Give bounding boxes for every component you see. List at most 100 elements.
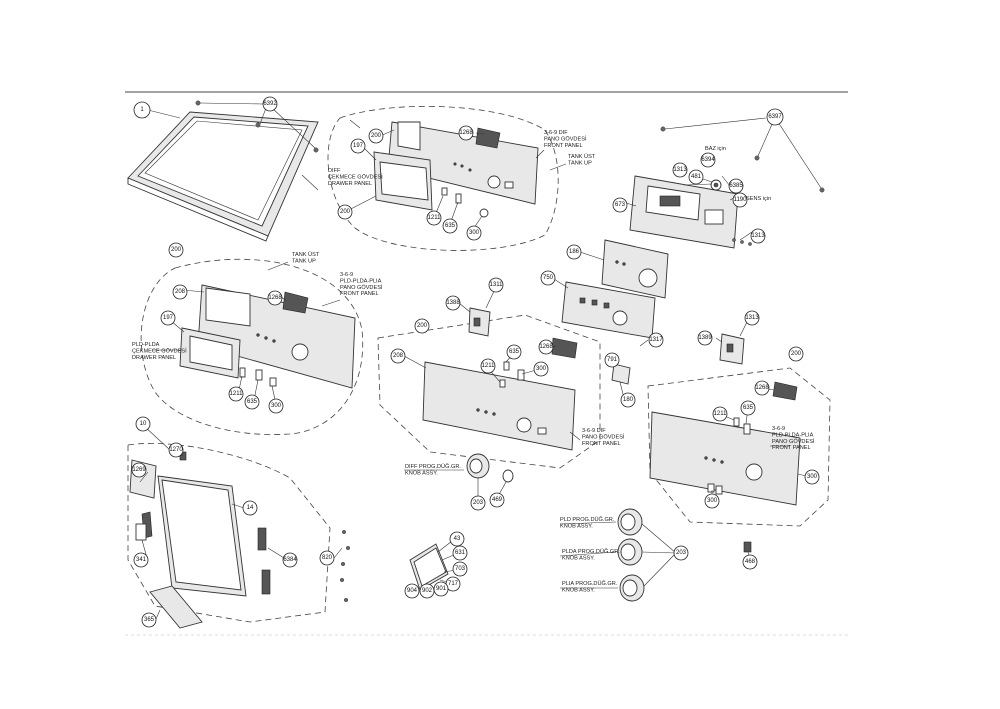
callout-circle <box>267 290 283 306</box>
callout-number: 635 <box>445 223 456 229</box>
callout-circle <box>566 244 582 260</box>
callout-number: 6392 <box>263 101 277 107</box>
callout-number: 1389 <box>698 335 712 341</box>
callout-circle <box>414 318 430 334</box>
callout-1268: 1268 <box>538 339 554 355</box>
callout-number: 631 <box>455 550 466 556</box>
callout-number: 902 <box>422 588 433 594</box>
callout-circle <box>350 138 366 154</box>
callout-635: 635 <box>506 344 522 360</box>
label-pld-knob: PLD PROG.DÜĞ.GR.KNOB ASSY. <box>560 516 615 529</box>
callout-circle <box>172 284 188 300</box>
callout-circle <box>766 108 784 126</box>
callout-number: 1268 <box>755 385 769 391</box>
callout-635: 635 <box>442 218 458 234</box>
callout-number: 481 <box>691 174 702 180</box>
callout-number: 200 <box>171 247 182 253</box>
callout-1313: 1313 <box>744 310 760 326</box>
callout-number: 1211 <box>714 411 728 417</box>
callout-number: 6394 <box>701 157 715 163</box>
callout-number: 703 <box>455 566 466 572</box>
callout-number: 750 <box>543 275 554 281</box>
callout-number: 635 <box>247 399 258 405</box>
callout-circle <box>426 210 442 226</box>
callout-circle <box>488 277 504 293</box>
electronic-card-center <box>551 337 578 359</box>
callout-904: 904 <box>404 583 420 599</box>
callout-300: 300 <box>704 493 720 509</box>
callout-number: 186 <box>569 249 580 255</box>
callout-number: 14 <box>247 505 254 511</box>
callout-circle <box>533 361 549 377</box>
user-manual-booklet <box>409 543 449 591</box>
callout-number: 200 <box>417 323 428 329</box>
callout-631: 631 <box>452 545 468 561</box>
callout-number: 1211 <box>482 363 496 369</box>
callout-1211: 1211 <box>712 406 728 422</box>
callout-number: 1268 <box>539 344 553 350</box>
callout-number: 1388 <box>446 300 460 306</box>
callout-circle <box>433 581 449 597</box>
callout-197: 197 <box>160 310 176 326</box>
callout-468: 468 <box>742 554 758 570</box>
callout-number: 300 <box>469 230 480 236</box>
callout-number: 208 <box>175 289 186 295</box>
callout-circle <box>697 330 713 346</box>
callout-1: 1 <box>133 101 151 119</box>
door-lock-switch-1389 <box>719 333 745 365</box>
callout-circle <box>445 295 461 311</box>
callout-circle <box>712 406 728 422</box>
callout-circle <box>268 398 284 414</box>
callout-number: 1190 <box>734 197 748 203</box>
screws-820 <box>340 530 351 603</box>
callout-200: 200 <box>337 204 353 220</box>
callout-number: 300 <box>536 366 547 372</box>
callout-1313: 1313 <box>750 228 766 244</box>
callout-1311: 1311 <box>488 277 504 293</box>
callout-number: 635 <box>509 349 520 355</box>
callout-circle <box>368 128 384 144</box>
callout-1268: 1268 <box>267 290 283 306</box>
screw-group <box>195 100 319 153</box>
callout-820: 820 <box>319 550 335 566</box>
diff-front-panel-center <box>422 361 576 451</box>
callout-number: 180 <box>623 397 634 403</box>
knob-469 <box>502 469 514 483</box>
callout-number: 904 <box>407 588 418 594</box>
callout-200: 200 <box>168 242 184 258</box>
callout-1211: 1211 <box>426 210 442 226</box>
callout-1313: 1313 <box>672 162 688 178</box>
callout-901: 901 <box>433 581 449 597</box>
callout-203: 203 <box>673 545 689 561</box>
callout-791: 791 <box>604 352 620 368</box>
callout-750: 750 <box>540 270 556 286</box>
callout-6392: 6392 <box>262 96 278 112</box>
callout-1268: 1268 <box>458 125 474 141</box>
label-sens-icin: SENS için <box>746 196 771 202</box>
callout-circle <box>141 612 157 628</box>
callout-300: 300 <box>804 469 820 485</box>
buttons-right <box>733 417 751 435</box>
label-baz-icin: BAZ için <box>705 146 726 152</box>
callout-number: 791 <box>607 357 618 363</box>
callout-number: 1313 <box>745 315 759 321</box>
callout-circle <box>740 400 756 416</box>
callout-number: 200 <box>340 209 351 215</box>
callout-902: 902 <box>419 583 435 599</box>
callout-bubbles: 1639220019712682001211635300639763941313… <box>131 96 820 628</box>
callout-circle <box>135 416 151 432</box>
callout-circle <box>728 178 744 194</box>
callout-10: 10 <box>135 416 151 432</box>
callout-6397: 6397 <box>766 108 784 126</box>
callout-number: 1270 <box>169 447 183 453</box>
callout-circle <box>754 380 770 396</box>
callout-6394: 6394 <box>700 152 716 168</box>
callout-number: 1313 <box>751 233 765 239</box>
drawer-panel-top <box>373 151 433 211</box>
callout-number: 200 <box>791 351 802 357</box>
top-lid <box>127 111 319 242</box>
